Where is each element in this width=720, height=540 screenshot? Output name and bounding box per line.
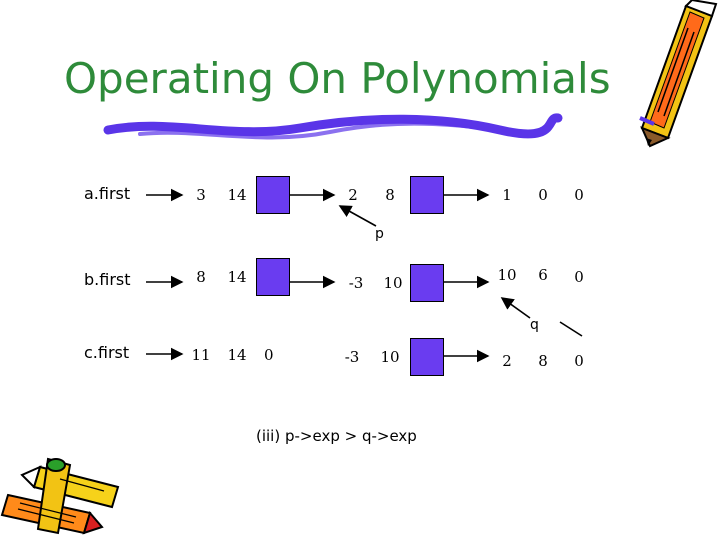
node-a2-link bbox=[410, 176, 444, 214]
pointer-q-label: q bbox=[530, 317, 539, 333]
p-pointer-arrow bbox=[338, 205, 377, 227]
node-a1-exp: 14 bbox=[227, 186, 247, 204]
node-b2-link bbox=[410, 264, 444, 302]
node-b2-exp: 10 bbox=[383, 274, 403, 292]
node-c3-exp: 8 bbox=[538, 352, 548, 370]
node-b1-coef: 8 bbox=[196, 268, 206, 286]
node-a2-coef: 2 bbox=[348, 186, 358, 204]
node-a1-coef: 3 bbox=[196, 186, 206, 204]
node-c1-link: 0 bbox=[264, 346, 274, 364]
node-c2-coef: -3 bbox=[344, 348, 360, 366]
case-caption: (iii) p->exp > q->exp bbox=[256, 427, 417, 445]
node-a1-link bbox=[256, 176, 290, 214]
q-pointer-arrow bbox=[500, 297, 531, 319]
node-b1-exp: 14 bbox=[227, 268, 247, 286]
node-b2-coef: -3 bbox=[348, 274, 364, 292]
list-label-b: b.first bbox=[84, 270, 131, 289]
c-node3-arrow bbox=[559, 321, 583, 337]
node-a3-link: 0 bbox=[574, 186, 584, 204]
node-c1-exp: 14 bbox=[227, 346, 247, 364]
node-a3-exp: 0 bbox=[538, 186, 548, 204]
node-b3-link: 0 bbox=[574, 268, 584, 286]
pointer-p-label: p bbox=[375, 226, 384, 242]
list-label-a: a.first bbox=[84, 184, 131, 203]
node-c2-exp: 10 bbox=[380, 348, 400, 366]
node-c2-link bbox=[410, 338, 444, 376]
pencil-icon bbox=[639, 0, 718, 148]
node-a2-exp: 8 bbox=[385, 186, 395, 204]
crayons-icon bbox=[0, 457, 120, 535]
node-b3-exp: 6 bbox=[538, 266, 548, 284]
list-label-c: c.first bbox=[84, 343, 130, 362]
node-c1-coef: 11 bbox=[191, 346, 211, 364]
node-c3-coef: 2 bbox=[502, 352, 512, 370]
node-c3-link: 0 bbox=[574, 352, 584, 370]
node-a3-coef: 1 bbox=[502, 186, 512, 204]
node-b3-coef: 10 bbox=[497, 266, 517, 284]
node-b1-link bbox=[256, 258, 290, 296]
slide-title: Operating On Polynomials bbox=[64, 54, 611, 103]
